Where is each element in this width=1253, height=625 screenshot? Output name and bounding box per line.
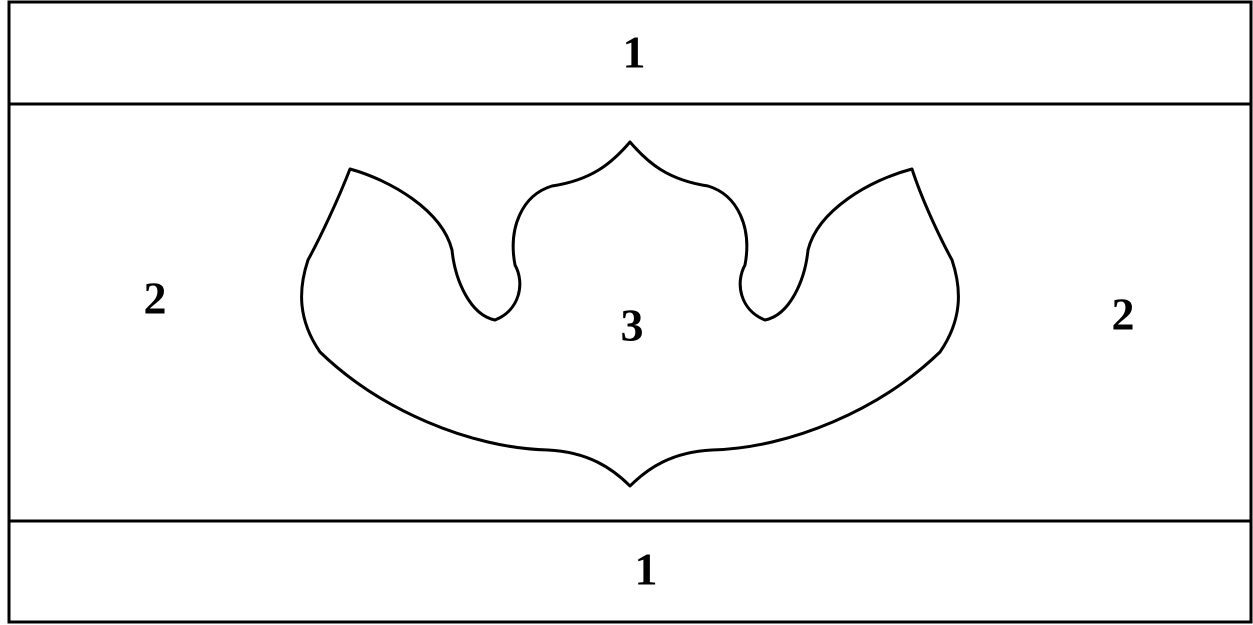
top-band-label: 1: [623, 27, 646, 78]
bottom-band-label: 1: [635, 544, 658, 595]
left-field-label: 2: [144, 273, 167, 324]
center-motif-label: 3: [621, 300, 644, 351]
right-field-label: 2: [1112, 289, 1135, 340]
